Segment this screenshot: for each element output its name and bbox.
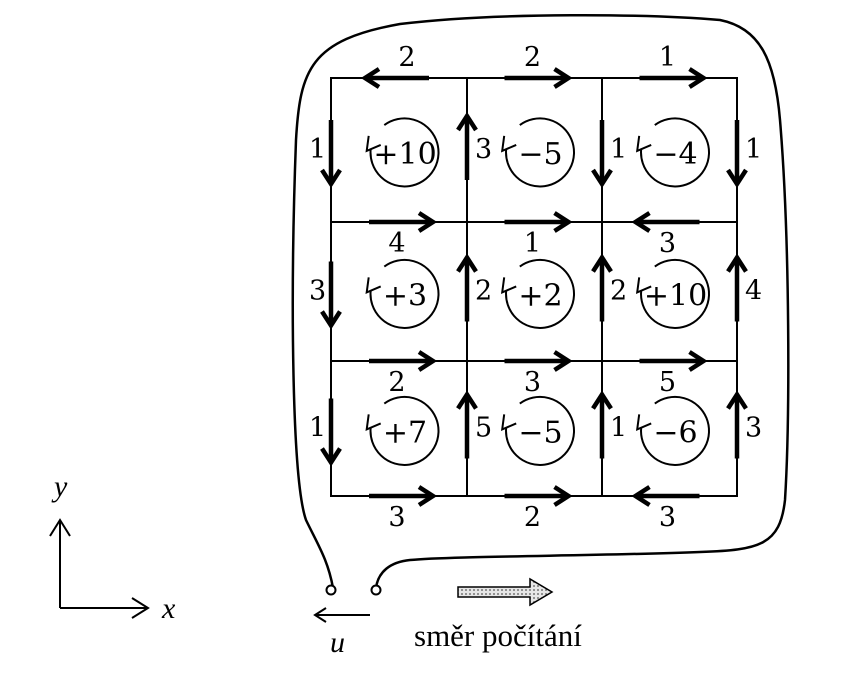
flow-arrow-h-1: [504, 67, 573, 89]
cell-value-r1c3: −4: [653, 137, 697, 172]
flow-arrow-v-6: [591, 253, 613, 322]
flow-arrow-v-3: [726, 120, 748, 189]
edge-label-v-1: 3: [475, 134, 492, 165]
cell-value-r2c2: +2: [518, 279, 562, 314]
y-axis-label: y: [51, 470, 68, 503]
flow-arrow-h-9: [369, 485, 438, 507]
edge-label-h-10: 2: [524, 502, 541, 533]
cell-value-r2c3: +10: [644, 279, 707, 314]
flow-arrow-v-7: [726, 253, 748, 322]
edge-label-v-3: 1: [745, 134, 762, 165]
edge-label-h-4: 1: [524, 228, 541, 259]
edge-label-h-9: 3: [388, 502, 405, 533]
edge-label-v-0: 1: [309, 134, 326, 165]
edge-label-v-6: 2: [610, 276, 627, 307]
circulation-loop-r2c3: [635, 259, 710, 329]
cell-value-r1c2: −5: [518, 137, 562, 172]
flow-arrow-h-2: [639, 67, 708, 89]
flow-arrow-v-10: [591, 390, 613, 459]
cell-value-r3c1: +7: [383, 416, 427, 451]
flow-arrow-h-7: [504, 350, 573, 372]
cell-value-r1c1: +10: [373, 137, 436, 172]
flow-arrow-v-9: [456, 390, 478, 459]
edge-label-v-7: 4: [745, 276, 762, 307]
cell-circulations: +10 −5 −4 +3 +2 +10 +7 −5 −6: [365, 117, 710, 466]
u-arrow-icon: [313, 607, 370, 623]
counting-direction-arrow-icon: [457, 577, 554, 607]
edge-label-v-5: 2: [475, 276, 492, 307]
flow-arrow-h-11: [631, 485, 700, 507]
terminal-right: [370, 584, 382, 596]
edge-label-v-11: 3: [745, 413, 762, 444]
edge-label-v-8: 1: [309, 413, 326, 444]
circulation-loop-r2c2: [500, 259, 575, 329]
flow-arrow-h-5: [631, 211, 700, 233]
edge-label-h-11: 3: [659, 502, 676, 533]
edge-label-h-1: 2: [524, 42, 541, 73]
terminal-label: u: [330, 626, 345, 659]
edge-arrows: 2 2 1 4 1 3 2 3 5 3 2 3 1 3 1 1 3 2 2 4 1 5 1 3: [309, 42, 762, 533]
circulation-loop-r2c1: [365, 259, 440, 329]
edge-label-h-2: 1: [659, 42, 676, 73]
flow-arrow-v-0: [320, 120, 342, 189]
cell-value-r3c3: −6: [653, 416, 697, 451]
circulation-loop-r1c3: [635, 117, 710, 188]
flow-arrow-v-4: [320, 261, 342, 330]
flow-arrow-v-2: [591, 120, 613, 189]
circulation-loop-r1c2: [500, 117, 575, 188]
flow-arrow-v-1: [456, 111, 478, 180]
edge-label-v-4: 3: [309, 276, 326, 307]
flow-arrow-h-4: [504, 211, 573, 233]
edge-label-h-8: 5: [659, 367, 676, 398]
flow-arrow-v-5: [456, 253, 478, 322]
edge-label-h-3: 4: [388, 228, 405, 259]
circulation-loop-r3c3: [635, 396, 710, 466]
cell-value-r2c1: +3: [383, 279, 427, 314]
circulation-loop-r3c2: [500, 396, 575, 466]
cell-value-r3c2: −5: [518, 416, 562, 451]
edge-label-h-6: 2: [388, 367, 405, 398]
circulation-loop-r1c1: [365, 117, 440, 188]
edge-label-h-7: 3: [524, 367, 541, 398]
x-axis-label: x: [161, 592, 176, 625]
flow-arrow-v-11: [726, 390, 748, 459]
edge-label-h-5: 3: [659, 228, 676, 259]
caption: směr počítání: [414, 618, 582, 653]
flow-arrow-h-8: [639, 350, 708, 372]
flow-arrow-h-6: [369, 350, 438, 372]
coordinate-axes-icon: [49, 518, 150, 619]
flow-arrow-h-10: [504, 485, 573, 507]
edge-label-v-2: 1: [610, 134, 627, 165]
edge-label-h-0: 2: [398, 42, 415, 73]
flow-arrow-h-3: [369, 211, 438, 233]
boundary-curve: [291, 13, 790, 589]
edge-label-v-10: 1: [610, 413, 627, 444]
edge-label-v-9: 5: [475, 413, 492, 444]
terminal-left: [325, 584, 337, 596]
flow-arrow-v-8: [320, 398, 342, 467]
circulation-loop-r3c1: [365, 396, 440, 466]
flow-arrow-h-0: [360, 67, 429, 89]
